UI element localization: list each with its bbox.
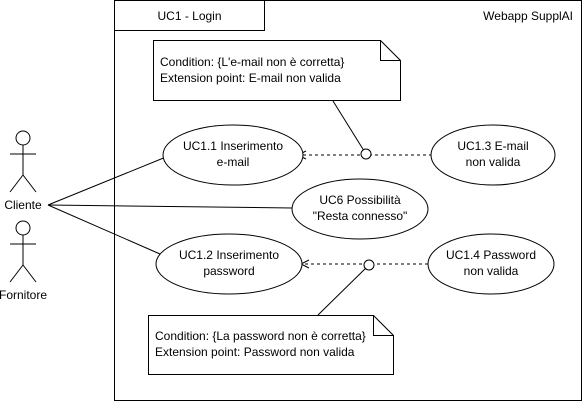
note-email-shape xyxy=(153,40,401,101)
use-case-uc6-ellipse xyxy=(291,178,429,240)
note-email-fold xyxy=(380,40,401,61)
actor-cliente-label: Cliente xyxy=(4,198,42,212)
use-case-uc1-2-line-2: password xyxy=(203,264,254,278)
use-case-uc1-4: UC1.4 Password non valida xyxy=(427,233,555,295)
use-case-uc1-3-line-1: UC1.3 E-mail xyxy=(457,139,528,153)
actor-fornitore-label: Fornitore xyxy=(0,288,47,302)
use-case-uc1-4-line-2: non valida xyxy=(464,264,519,278)
note-password-condition: Condition: {La password non è corretta} … xyxy=(148,315,394,375)
use-case-uc6: UC6 Possibilità "Resta connesso" xyxy=(291,178,429,240)
use-case-uc1-3: UC1.3 E-mail non valida xyxy=(430,124,556,186)
note-email-condition: Condition: {L'e-mail non è corretta} Ext… xyxy=(153,40,401,101)
note-email-extension-text: Extension point: E-mail non valida xyxy=(160,71,341,85)
use-case-uc1-2-ellipse xyxy=(155,233,303,295)
note-password-condition-text: Condition: {La password non è corretta} xyxy=(155,329,366,343)
use-case-uc1-2-line-1: UC1.2 Inserimento xyxy=(179,248,279,262)
use-case-uc1-1: UC1.1 Inserimento e-mail xyxy=(162,124,304,186)
note-anchor-password xyxy=(317,264,370,316)
actor-fornitore-head xyxy=(15,220,31,236)
note-email-condition-text: Condition: {L'e-mail non è corretta} xyxy=(160,55,344,69)
note-password-extension-text: Extension point: Password non valida xyxy=(155,345,355,359)
use-case-uc1-1-line-2: e-mail xyxy=(217,155,250,169)
use-case-uc1-1-ellipse xyxy=(162,124,304,186)
association-cliente-uc1-2 xyxy=(47,204,161,255)
use-case-uc1-2: UC1.2 Inserimento password xyxy=(155,233,303,295)
use-case-uc1-1-line-1: UC1.1 Inserimento xyxy=(183,139,283,153)
use-case-uc6-line-2: "Resta connesso" xyxy=(313,209,408,223)
extension-point-email-marker xyxy=(360,148,372,160)
actor-cliente-right-leg xyxy=(22,174,37,193)
use-case-uc1-4-line-1: UC1.4 Password xyxy=(446,248,536,262)
note-anchor-email xyxy=(332,100,367,155)
actor-fornitore-left-leg xyxy=(9,264,24,283)
extension-point-password-marker xyxy=(363,259,375,271)
association-cliente-uc6 xyxy=(47,204,293,209)
use-case-uc1-3-ellipse xyxy=(430,124,556,186)
actor-cliente: Cliente xyxy=(4,130,42,212)
actor-cliente-left-leg xyxy=(9,174,24,193)
use-case-uc6-line-1: UC6 Possibilità xyxy=(319,193,401,207)
actor-fornitore-right-leg xyxy=(22,264,37,283)
actor-cliente-head xyxy=(15,130,31,146)
association-cliente-uc1-1 xyxy=(47,156,167,206)
note-password-shape xyxy=(148,315,394,375)
actor-fornitore: Fornitore xyxy=(0,220,47,302)
use-case-uc1-3-line-2: non valida xyxy=(466,155,521,169)
use-case-uc1-4-ellipse xyxy=(427,233,555,295)
diagram-title-frame xyxy=(114,0,265,31)
note-password-fold xyxy=(373,315,394,336)
system-name: Webapp SupplAI xyxy=(483,9,573,23)
diagram-title: UC1 - Login xyxy=(157,9,221,23)
